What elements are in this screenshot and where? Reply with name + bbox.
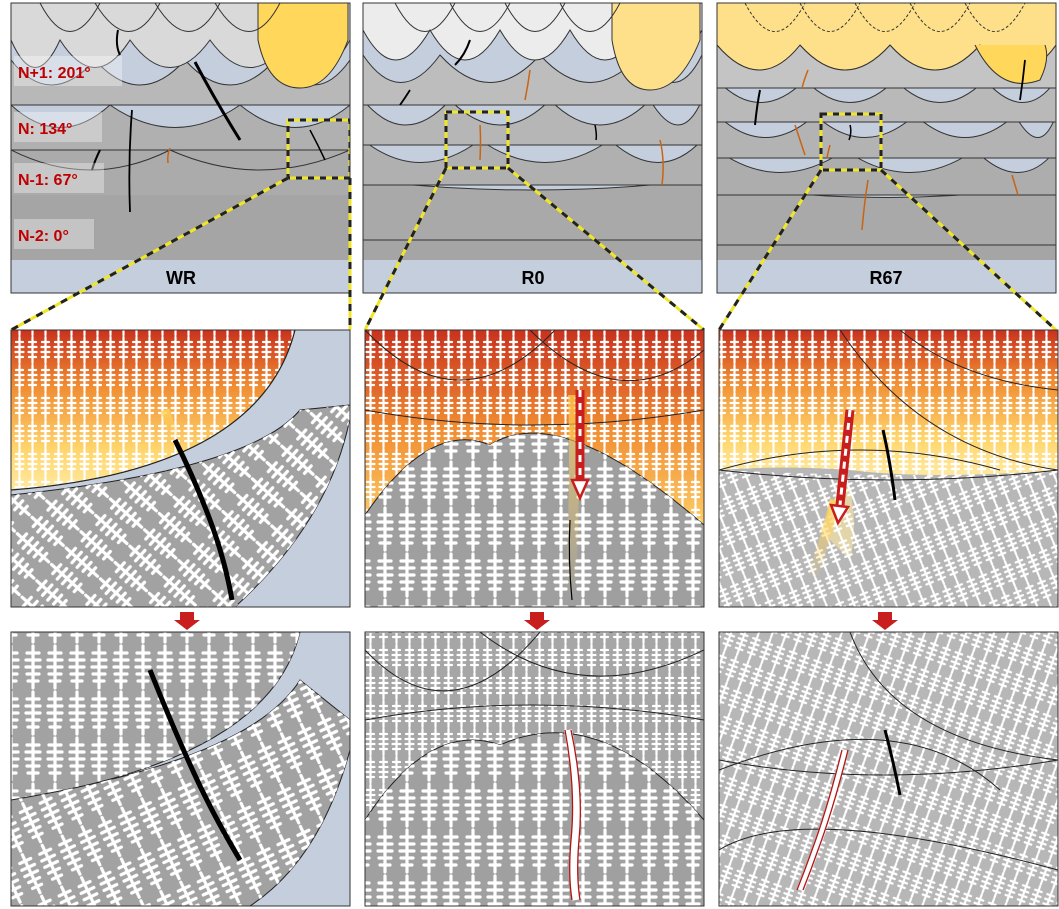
down-arrow-icon — [174, 612, 898, 630]
layer-label-n-plus-1: N+1: 201° — [18, 65, 91, 82]
panel-r0-zoom-border — [364, 329, 705, 608]
layer-label-n-minus-2: N-2: 0° — [18, 228, 69, 245]
panel-wr-border — [10, 2, 351, 294]
panel-wr-overview — [11, 3, 350, 293]
panel-r0-overview — [363, 3, 702, 293]
panel-wr-final-border — [10, 631, 351, 907]
zoom-connectors — [10, 166, 1058, 332]
panel-r67-zoom-border — [718, 329, 1059, 608]
panel-label-r67: R67 — [869, 268, 902, 288]
panel-wr-zoom-border — [10, 329, 351, 608]
panel-r67-zoom-heated — [719, 330, 1058, 607]
panel-r0-final-border — [364, 631, 705, 907]
panel-label-r0: R0 — [521, 268, 544, 288]
panel-r0-zoom-final — [365, 632, 704, 906]
panel-r0-zoom-heated — [365, 330, 704, 607]
panel-wr-zoom-heated — [11, 330, 350, 607]
panel-r67-overview — [717, 3, 1056, 293]
layer-label-n: N: 134° — [18, 121, 72, 138]
panel-r67-border — [716, 2, 1057, 294]
panel-label-wr: WR — [166, 268, 196, 288]
panel-wr-zoom-final — [11, 632, 350, 906]
panel-r0-border — [362, 2, 703, 294]
panel-r67-final-border — [718, 631, 1059, 907]
panel-r67-zoom-final — [719, 632, 1058, 906]
layer-label-n-minus-1: N-1: 67° — [18, 172, 78, 189]
